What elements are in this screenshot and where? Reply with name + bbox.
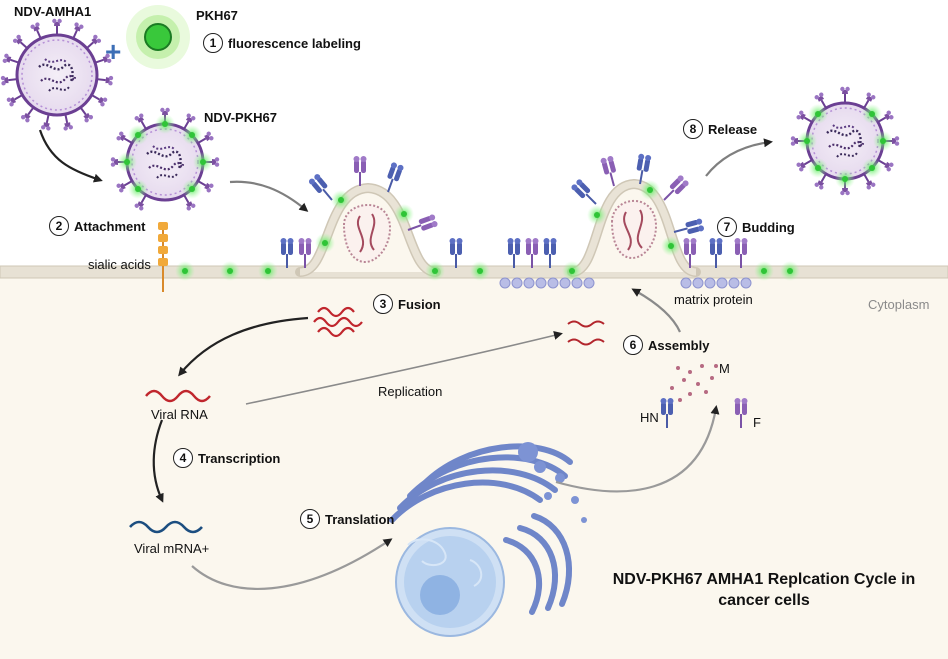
step-number: 5 (300, 509, 320, 529)
protein-hn-label: HN (640, 410, 659, 425)
step-8-release: 8 Release (683, 119, 757, 139)
step-1-fluorescence-labeling: 1 fluorescence labeling (203, 33, 361, 53)
step-number: 8 (683, 119, 703, 139)
viral-rna-label: Viral RNA (151, 407, 208, 422)
step-label: Attachment (74, 218, 146, 234)
matrix-protein-label: matrix protein (674, 292, 753, 307)
protein-m-label: M (719, 361, 730, 376)
virus-released (789, 85, 901, 197)
fusion-bud (295, 182, 441, 277)
step-label: Fusion (398, 296, 441, 312)
step-3-fusion: 3 Fusion (373, 294, 441, 314)
step-label: Translation (325, 511, 395, 527)
step-label: Budding (742, 219, 795, 235)
step-4-transcription: 4 Transcription (173, 448, 280, 468)
viral-mrna-strand (129, 520, 203, 534)
step-number: 6 (623, 335, 643, 355)
diagram-title: NDV-PKH67 AMHA1 Replcation Cycle in canc… (612, 571, 916, 609)
virus-amha1 (0, 17, 115, 132)
virus-amha1-label: NDV-AMHA1 (14, 4, 92, 19)
viral-mrna-label: Viral mRNA+ (134, 541, 210, 556)
pathway-arrows (38, 129, 773, 591)
replication-label: Replication (378, 384, 443, 399)
sialic-acids-label: sialic acids (88, 257, 151, 272)
plus-sign: + (105, 36, 122, 67)
virus-pkh67-label: NDV-PKH67 (204, 110, 277, 125)
step-label: Release (708, 121, 758, 137)
step-number: 1 (203, 33, 223, 53)
cytoplasm-label: Cytoplasm (868, 297, 930, 312)
fusion-rna (313, 306, 363, 338)
viral-rna-strand (145, 389, 211, 403)
pkh67-label: PKH67 (196, 8, 238, 23)
matrix-protein-beads (499, 277, 752, 289)
step-number: 4 (173, 448, 193, 468)
step-5-translation: 5 Translation (300, 509, 394, 529)
pkh67-dye (126, 5, 190, 69)
protein-f-label: F (753, 415, 761, 430)
step-number: 7 (717, 217, 737, 237)
step-6-assembly: 6 Assembly (623, 335, 709, 355)
step-label: Transcription (198, 450, 281, 466)
replicated-rna (567, 320, 605, 346)
sialic-acid-receptor (158, 222, 168, 292)
step-number: 2 (49, 216, 69, 236)
step-7-budding: 7 Budding (717, 217, 795, 237)
nucleus-and-er (389, 442, 587, 637)
step-number: 3 (373, 294, 393, 314)
step-label: fluorescence labeling (228, 35, 361, 51)
assembly-components (659, 364, 749, 429)
step-label: Assembly (648, 337, 710, 353)
step-2-attachment: 2 Attachment (49, 216, 146, 236)
virus-pkh67-attached (109, 106, 221, 213)
